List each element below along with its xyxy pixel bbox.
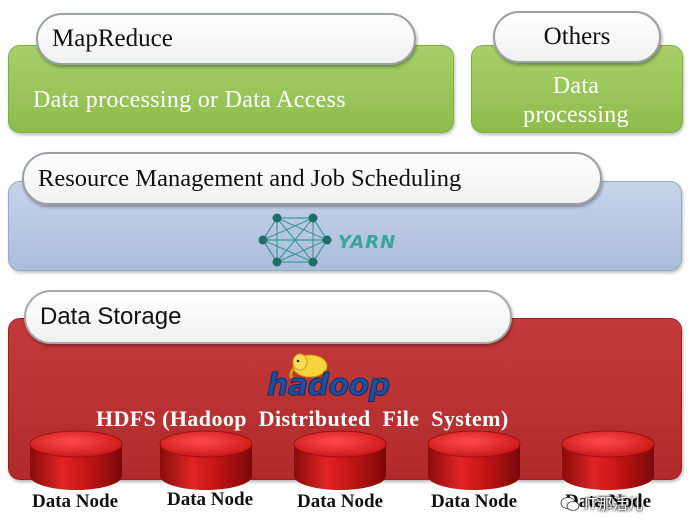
data-node-cylinders <box>29 430 655 490</box>
mapreduce-label-pill: MapReduce <box>36 13 416 65</box>
data-node-label-1: Data Node <box>31 491 119 512</box>
data-node-cylinder-1 <box>29 430 123 490</box>
data-node-cylinder-3 <box>293 430 387 490</box>
yarn-logo-text: YARN <box>338 232 397 253</box>
data-node-label-5: Data Node <box>564 491 652 512</box>
resource-label-pill: Resource Management and Job Scheduling <box>22 152 602 205</box>
processing-subtitle: Data processing or Data Access <box>33 87 346 113</box>
hdfs-subtitle: HDFS (Hadoop Distributed File System) <box>96 406 509 431</box>
chat-bubble-icon <box>560 496 580 511</box>
data-node-cylinder-2 <box>159 430 253 490</box>
yarn-network-icon <box>258 213 332 267</box>
data-node-label-3: Data Node <box>296 491 384 512</box>
resource-title: Resource Management and Job Scheduling <box>38 164 462 192</box>
hadoop-logo-text: hadoop <box>267 368 391 404</box>
others-subtitle-line1: Data <box>552 73 600 99</box>
data-node-label-4: Data Node <box>430 491 518 512</box>
hadoop-elephant-icon <box>289 353 328 379</box>
storage-label-pill: Data Storage <box>24 290 512 344</box>
others-label-pill: Others <box>493 11 661 63</box>
storage-title: Data Storage <box>40 303 182 330</box>
watermark-text: IT那活儿 <box>584 495 643 513</box>
watermark: IT那活儿 <box>560 493 643 514</box>
others-subtitle-line2: processing <box>523 102 629 128</box>
others-title: Others <box>543 23 611 50</box>
mapreduce-title: MapReduce <box>52 25 173 52</box>
data-node-cylinder-5 <box>561 430 655 490</box>
data-node-cylinder-4 <box>427 430 521 490</box>
data-node-label-2: Data Node <box>166 489 254 510</box>
